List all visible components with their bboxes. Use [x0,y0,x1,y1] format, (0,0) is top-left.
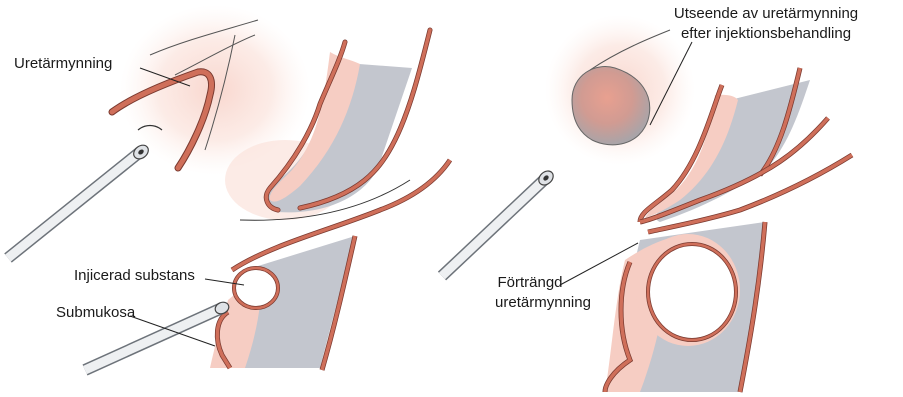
after-injection-view [545,15,695,165]
label-narrowed-line1: Förträngd [497,275,562,291]
label-submucosa: Submukosa [56,305,135,321]
needle-upper-left [8,142,151,258]
needle-right [442,168,556,276]
label-after-injection-line1: Utseende av uretärmynning [674,6,858,22]
label-after-injection-line2: efter injektionsbehandling [681,26,851,42]
label-ureter-opening: Uretärmynning [14,56,112,72]
label-injected-substance: Injicerad substans [74,268,195,284]
label-narrowed-line2: uretärmynning [495,295,591,311]
